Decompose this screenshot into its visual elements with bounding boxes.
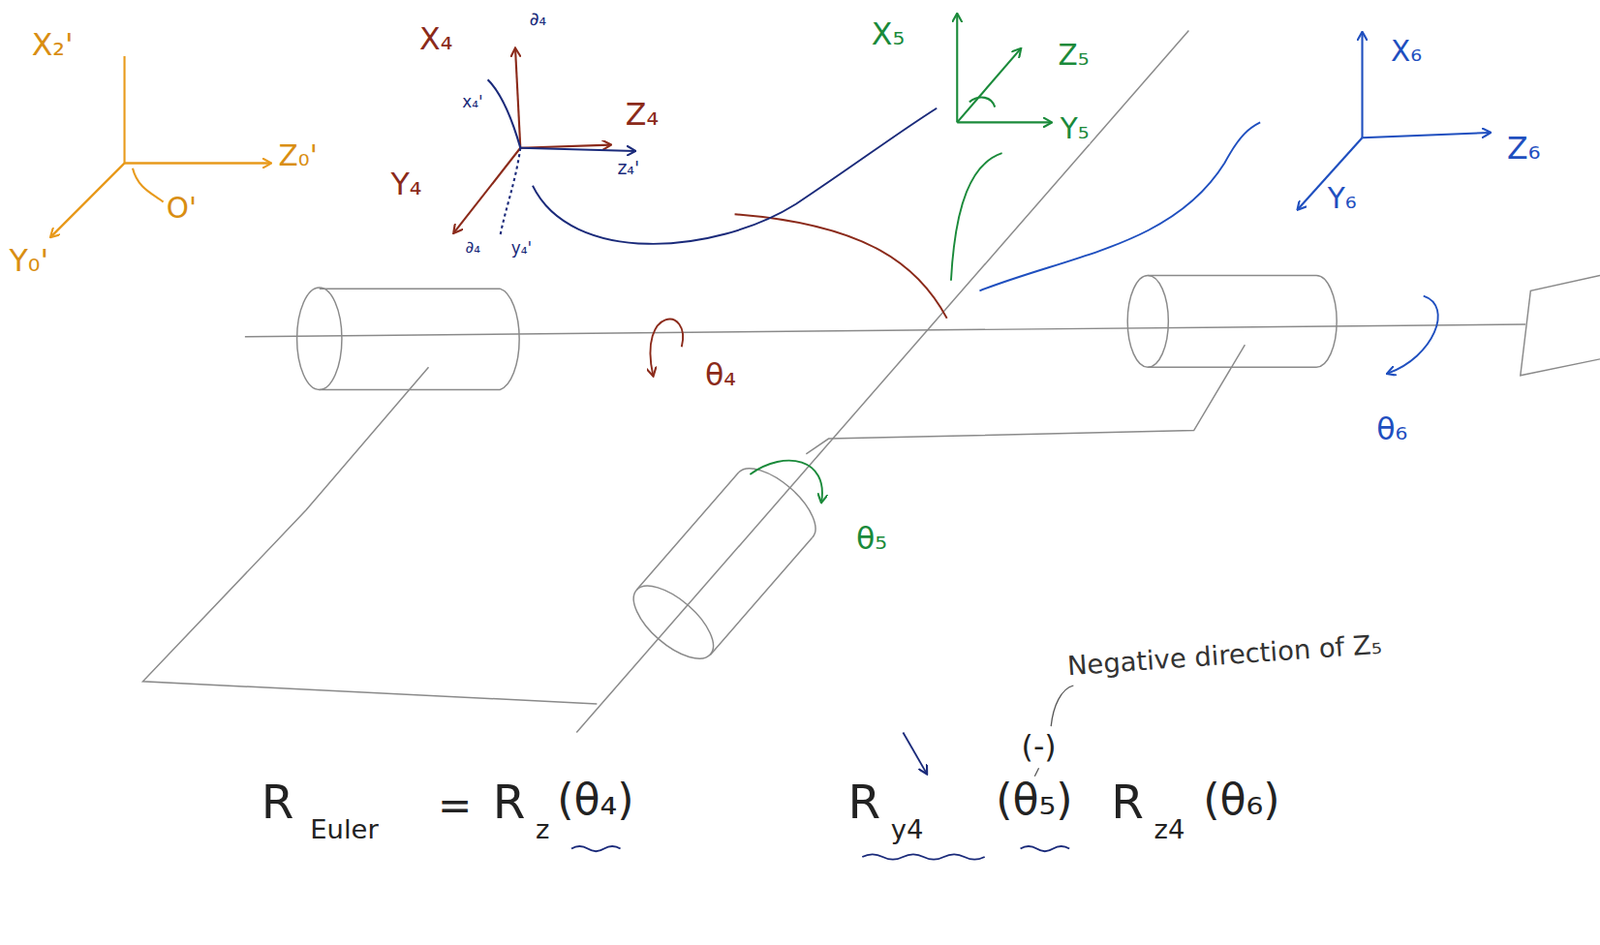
equation-term: R <box>260 777 296 828</box>
axis-label: Y₀' <box>7 245 50 277</box>
frame-axis <box>956 49 1020 124</box>
joint-cylinder <box>636 472 812 656</box>
wavy-underline <box>571 846 621 852</box>
wavy-underline <box>1020 846 1071 852</box>
link-bracket <box>805 344 1245 455</box>
origin-leader <box>132 168 164 203</box>
angle-label: θ₄ <box>704 359 738 392</box>
axis-label: X₆ <box>1389 36 1423 67</box>
frame-leader <box>532 108 937 245</box>
equation-term: R <box>492 777 527 828</box>
rotated-axis <box>520 148 635 152</box>
joint-cylinder <box>1147 275 1337 368</box>
rotation-arrow <box>1387 296 1439 374</box>
frame-leader <box>951 153 1003 281</box>
angle-label: ∂₄ <box>463 240 482 258</box>
axis-label: X₂' <box>30 28 75 61</box>
axis-label: Z₆ <box>1506 132 1541 165</box>
frame-axis <box>454 148 521 233</box>
note-leader <box>1050 685 1074 727</box>
cylinder-end <box>1127 275 1169 368</box>
axis-label: Z₄ <box>624 97 660 130</box>
axis-label: Z₅ <box>1056 40 1090 71</box>
angle-label: θ₅ <box>855 522 889 554</box>
equation-term: (θ₄) <box>555 777 635 823</box>
frame-leader <box>735 214 948 318</box>
frame-axis <box>955 14 958 124</box>
axis-label: y₄' <box>510 241 533 259</box>
tool-flange <box>1520 275 1600 375</box>
angle-label: θ₆ <box>1375 413 1409 446</box>
joint-cylinder <box>319 288 520 390</box>
equation-term: (θ₅) <box>994 777 1074 823</box>
note-leader <box>1034 768 1039 776</box>
axis-label: x₄' <box>461 93 484 112</box>
frame-axis <box>1360 32 1363 139</box>
angle-label: ∂₄ <box>528 10 549 31</box>
rotation-arrow <box>749 461 823 503</box>
rotated-axis <box>499 148 521 238</box>
axis-label: Y₄ <box>389 168 423 201</box>
axis-label: Y₆ <box>1326 184 1358 215</box>
axis-label: z₄' <box>615 158 641 179</box>
axis-label: Z₀' <box>277 140 319 171</box>
rotation-arrow <box>649 319 683 376</box>
frame-axis <box>1362 132 1491 138</box>
frame-axis <box>124 162 272 165</box>
frames <box>51 14 1491 238</box>
frame-axis <box>956 121 1051 124</box>
joint-axis <box>245 324 1526 338</box>
equation-term: = <box>436 783 473 827</box>
axis-label: Y₅ <box>1059 114 1091 145</box>
equation-term: Euler <box>308 816 380 845</box>
rotated-axis <box>488 79 522 149</box>
equation-term: (θ₆) <box>1201 777 1281 823</box>
leader-curves <box>532 108 1439 861</box>
equation-term: R <box>1109 777 1145 828</box>
note-text: Negative direction of Z₅ <box>1065 630 1385 681</box>
angle-arc <box>969 97 995 108</box>
axis-label: X₄ <box>418 22 454 55</box>
cylinder-end <box>297 287 342 390</box>
origin-label: O' <box>165 193 198 224</box>
cylinder-end <box>738 468 816 538</box>
axis-label: X₅ <box>870 18 906 51</box>
equation-term: y4 <box>890 816 925 845</box>
equation-term: R <box>846 777 882 828</box>
pointer-arrow <box>902 732 926 773</box>
frame-leader <box>979 122 1261 291</box>
frame-axes <box>51 56 272 237</box>
joint-axis <box>576 30 1189 734</box>
sign-note: (-) <box>1020 730 1058 763</box>
wavy-underline <box>861 854 985 860</box>
equation-term: z4 <box>1153 816 1187 845</box>
equation-term: z <box>534 816 551 845</box>
frame-axis <box>51 163 125 238</box>
link-bracket <box>142 367 597 705</box>
wrist-sketch <box>142 30 1600 734</box>
